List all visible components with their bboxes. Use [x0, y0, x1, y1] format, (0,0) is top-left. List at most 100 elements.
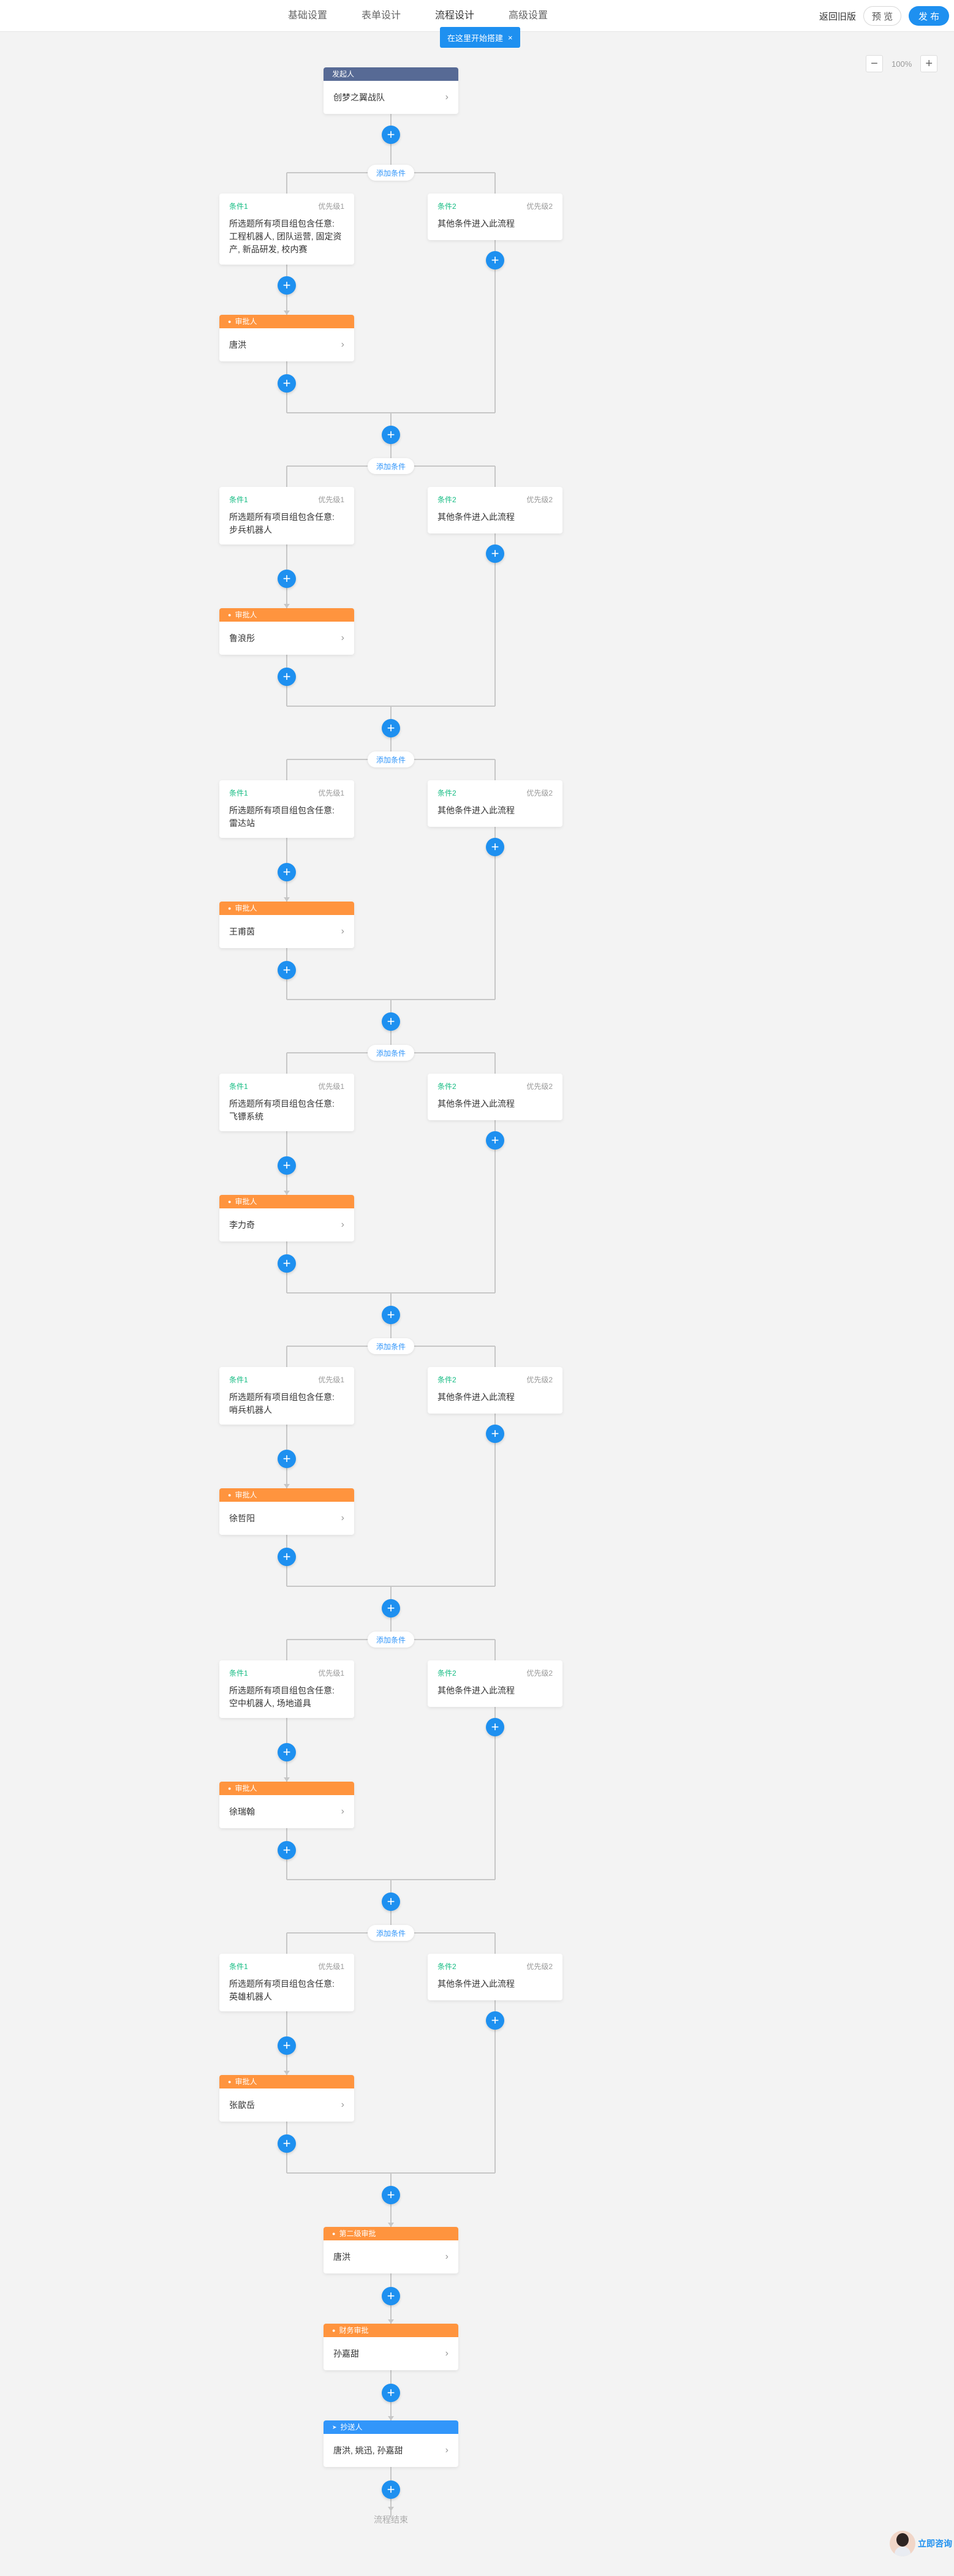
top-bar: 基础设置 表单设计 流程设计 高级设置 返回旧版 预 览 发 布 — [0, 0, 954, 32]
add-node-button[interactable]: + — [382, 126, 400, 144]
preview-button[interactable]: 预 览 — [863, 6, 901, 26]
approver-node[interactable]: ●审批人唐洪› — [219, 315, 354, 361]
add-node-button[interactable]: + — [278, 374, 296, 393]
add-node-button[interactable]: + — [382, 2186, 400, 2204]
publish-button[interactable]: 发 布 — [909, 6, 949, 26]
add-node-button[interactable]: + — [278, 2036, 296, 2055]
final-node[interactable]: ●财务审批孙嘉甜› — [324, 2324, 458, 2370]
add-node-button[interactable]: + — [486, 544, 504, 563]
approver-node[interactable]: ●审批人徐瑞翰› — [219, 1782, 354, 1828]
add-node-button[interactable]: + — [278, 1450, 296, 1468]
close-icon[interactable]: × — [508, 32, 513, 42]
add-node-button[interactable]: + — [278, 2134, 296, 2153]
final-node-header: ➤抄送人 — [324, 2420, 458, 2434]
zoom-level: 100% — [892, 59, 912, 69]
connector-arrow-icon — [284, 897, 290, 902]
zoom-control: − 100% + — [866, 55, 938, 72]
approver-node-header: ●审批人 — [219, 902, 354, 915]
add-node-button[interactable]: + — [278, 863, 296, 881]
condition-name: 条件1 — [229, 789, 248, 797]
add-node-button[interactable]: + — [382, 1599, 400, 1618]
user-icon: ● — [332, 2231, 336, 2237]
add-node-button[interactable]: + — [278, 1548, 296, 1566]
chevron-right-icon: › — [341, 339, 344, 350]
add-node-button[interactable]: + — [486, 2011, 504, 2030]
zoom-out-button[interactable]: − — [866, 55, 883, 72]
approver-node-body: 鲁浪彤› — [219, 622, 354, 655]
approver-node[interactable]: ●审批人鲁浪彤› — [219, 608, 354, 655]
add-node-button[interactable]: + — [382, 1012, 400, 1031]
add-node-button[interactable]: + — [278, 1841, 296, 1859]
add-node-button[interactable]: + — [382, 1892, 400, 1911]
add-node-button[interactable]: + — [278, 1743, 296, 1761]
approver-node-value: 李力奇 — [229, 1220, 255, 1230]
final-node-value: 孙嘉甜 — [333, 2349, 359, 2359]
condition-text: 所选题所有项目组包含任意: 哨兵机器人 — [229, 1392, 335, 1415]
add-node-button[interactable]: + — [278, 961, 296, 979]
tab-form-design[interactable]: 表单设计 — [362, 10, 401, 21]
add-node-button[interactable]: + — [278, 1254, 296, 1273]
add-node-button[interactable]: + — [382, 2480, 400, 2499]
condition-priority: 优先级2 — [526, 1962, 553, 1971]
add-node-button[interactable]: + — [382, 2287, 400, 2305]
add-node-button[interactable]: + — [486, 1131, 504, 1150]
add-condition-button[interactable]: 添加条件 — [368, 1925, 415, 1941]
add-condition-button[interactable]: 添加条件 — [368, 458, 415, 474]
connector-arrow-icon — [388, 2507, 394, 2511]
condition-name: 条件2 — [437, 1669, 456, 1678]
consult-label[interactable]: 立即咨询 — [918, 2539, 952, 2548]
connector-arrow-icon — [284, 1191, 290, 1195]
add-node-button[interactable]: + — [278, 570, 296, 588]
add-condition-button[interactable]: 添加条件 — [368, 1338, 415, 1354]
add-condition-button[interactable]: 添加条件 — [368, 1632, 415, 1648]
add-node-button[interactable]: + — [486, 1425, 504, 1443]
add-node-button[interactable]: + — [382, 426, 400, 444]
tab-basic-settings[interactable]: 基础设置 — [288, 10, 328, 21]
condition-name: 条件2 — [437, 1962, 456, 1971]
condition-text: 其他条件进入此流程 — [437, 219, 515, 228]
add-node-button[interactable]: + — [486, 838, 504, 856]
tab-advanced-settings[interactable]: 高级设置 — [509, 10, 548, 21]
back-to-old-version-link[interactable]: 返回旧版 — [819, 11, 856, 22]
start-node[interactable]: 发起人创梦之翼战队› — [324, 67, 458, 114]
add-node-button[interactable]: + — [382, 719, 400, 737]
approver-node[interactable]: ●审批人徐哲阳› — [219, 1488, 354, 1535]
add-condition-button[interactable]: 添加条件 — [368, 751, 415, 767]
add-node-button[interactable]: + — [278, 668, 296, 686]
add-condition-button[interactable]: 添加条件 — [368, 165, 415, 181]
chevron-right-icon: › — [341, 1219, 344, 1230]
add-node-button[interactable]: + — [486, 1718, 504, 1736]
consult-widget[interactable]: 立即咨询 — [890, 2531, 952, 2556]
add-node-button[interactable]: + — [486, 251, 504, 269]
add-node-button[interactable]: + — [382, 2384, 400, 2402]
zoom-in-button[interactable]: + — [920, 55, 938, 72]
final-node[interactable]: ➤抄送人唐洪, 姚迅, 孙嘉甜› — [324, 2420, 458, 2467]
add-node-button[interactable]: + — [278, 1156, 296, 1175]
approver-node-body: 李力奇 › — [219, 1208, 354, 1241]
approver-node-header: ●审批人 — [219, 1488, 354, 1502]
approver-node-value: 王甫茵 — [229, 927, 255, 936]
final-node-body: 孙嘉甜› — [324, 2337, 458, 2370]
approver-node[interactable]: ●审批人王甫茵› — [219, 902, 354, 948]
approver-node[interactable]: ●审批人李力奇› — [219, 1195, 354, 1241]
add-condition-button[interactable]: 添加条件 — [368, 1045, 415, 1061]
approver-node[interactable]: ●审批人张歆岳› — [219, 2075, 354, 2122]
final-node-header: ●第二级审批 — [324, 2227, 458, 2240]
add-node-button[interactable]: + — [278, 276, 296, 295]
add-node-button[interactable]: + — [382, 1306, 400, 1324]
final-node[interactable]: ●第二级审批唐洪› — [324, 2227, 458, 2273]
